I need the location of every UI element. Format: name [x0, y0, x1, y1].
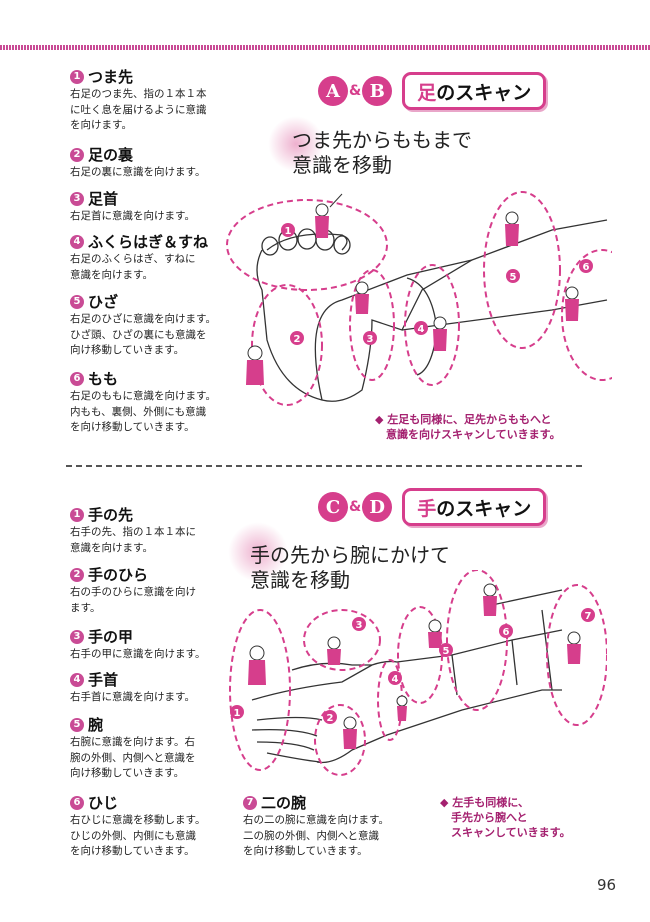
title-kanji: 手: [417, 497, 437, 520]
title-rest: のスキャン: [436, 497, 532, 520]
section-c-title: C & D 手のスキャン: [318, 488, 547, 526]
section-c-note: ◆ 左手も同様に、 手先から腕へと スキャンしていきます。: [440, 796, 571, 839]
item-number: 6: [70, 372, 84, 386]
item-number: 3: [70, 630, 84, 644]
badge-a: A: [318, 76, 348, 106]
item-heading: 足首: [88, 190, 119, 208]
item-number: 5: [70, 295, 84, 309]
item-number: 6: [70, 796, 84, 810]
hand-item-palm: 2 手のひら 右の手のひらに意識を向け ます。: [70, 566, 240, 616]
item-body: 右手首に意識を向けます。: [70, 691, 195, 703]
zone-number: 1: [285, 226, 292, 237]
zone-number: 4: [392, 674, 399, 685]
section-a-subtitle: つま先からももまで 意識を移動: [292, 128, 472, 177]
item-body: 右足のひざに意識を向けます。 ひざ頭、ひざの裏にも意識を 向け移動していきます。: [70, 313, 216, 356]
section-title-box: 手のスキャン: [402, 488, 547, 526]
item-heading: ふくらはぎ＆すね: [88, 233, 209, 251]
title-rest: のスキャン: [436, 81, 532, 104]
leg-item-ankle: 3 足首 右足首に意識を向けます。: [70, 190, 240, 225]
item-heading: 腕: [88, 716, 104, 734]
zone-number: 3: [356, 620, 363, 631]
leg-item-toes: 1 つま先 右足のつま先、指の１本１本 に吐く息を届けるように意識 を向けます。: [70, 68, 240, 134]
item-number: 2: [70, 568, 84, 582]
top-border: [0, 45, 650, 50]
zone-number: 7: [585, 611, 592, 622]
zone-number: 5: [443, 646, 450, 657]
item-body: 右足のふくらはぎ、すねに 意識を向けます。: [70, 253, 196, 281]
leg-item-sole: 2 足の裏 右足の裏に意識を向けます。: [70, 146, 240, 181]
badge-b: B: [362, 76, 393, 106]
section-a-title: A & B 足のスキャン: [318, 72, 547, 110]
zone-number: 3: [367, 334, 374, 345]
page-number: 96: [597, 876, 617, 894]
zone-number: 2: [327, 713, 334, 724]
item-heading: つま先: [88, 68, 134, 86]
item-body: 右手の先、指の１本１本に 意識を向けます。: [70, 526, 196, 554]
item-heading: ひじ: [88, 794, 119, 812]
hand-item-wrist: 4 手首 右手首に意識を向けます。: [70, 671, 240, 706]
item-heading: 手の甲: [88, 628, 134, 646]
hand-item-elbow: 6 ひじ 右ひじに意識を移動します。 ひじの外側、内側にも意識 を向け移動していき…: [70, 794, 240, 860]
section-divider: [66, 465, 582, 467]
subtitle-glow: [268, 116, 324, 172]
arm-illustration: 1 2 3 4 5 6 7: [229, 570, 607, 776]
hand-item-upper-arm: 7 二の腕 右の二の腕に意識を向けます。 二の腕の外側、内側へと意識 を向け移動し…: [243, 794, 413, 860]
hand-item-back: 3 手の甲 右手の甲に意識を向けます。: [70, 628, 240, 663]
leg-illustration: 1 2 3 4 5 6: [226, 191, 612, 406]
item-heading: 二の腕: [261, 794, 307, 812]
fairy-figures: [246, 193, 579, 385]
item-body: 右足のつま先、指の１本１本 に吐く息を届けるように意識 を向けます。: [70, 88, 207, 131]
item-number: 4: [70, 235, 84, 249]
badge-d: D: [362, 492, 393, 522]
item-body: 右足のももに意識を向けます。 内もも、裏側、外側にも意識 を向け移動していきます…: [70, 390, 216, 433]
section-c-subtitle: 手の先から腕にかけて 意識を移動: [250, 543, 450, 592]
item-body: 右足の裏に意識を向けます。: [70, 166, 206, 178]
badge-amp: &: [349, 83, 362, 99]
item-number: 2: [70, 148, 84, 162]
item-heading: 足の裏: [88, 146, 134, 164]
leg-item-calf: 4 ふくらはぎ＆すね 右足のふくらはぎ、すねに 意識を向けます。: [70, 233, 240, 283]
item-number: 5: [70, 718, 84, 732]
item-body: 右手の甲に意識を向けます。: [70, 648, 206, 660]
zone-number: 6: [503, 627, 510, 638]
zone-number: 6: [583, 262, 590, 273]
item-heading: もも: [88, 370, 119, 388]
item-number: 1: [70, 508, 84, 522]
zone-number: 5: [510, 272, 517, 283]
section-a-note: ◆ 左足も同様に、足先からももへと 意識を向けスキャンしていきます。: [375, 413, 561, 441]
zone-number: 1: [234, 708, 241, 719]
item-heading: ひざ: [88, 293, 119, 311]
item-body: 右ひじに意識を移動します。 ひじの外側、内側にも意識 を向け移動していきます。: [70, 814, 206, 857]
item-body: 右の手のひらに意識を向け ます。: [70, 586, 196, 614]
zone-number: 4: [418, 324, 425, 335]
zone-number: 2: [294, 334, 301, 345]
hand-item-fingertips: 1 手の先 右手の先、指の１本１本に 意識を向けます。: [70, 506, 240, 556]
item-body: 右腕に意識を向けます。右 腕の外側、内側へと意識を 向け移動していきます。: [70, 736, 196, 779]
item-heading: 手のひら: [88, 566, 149, 584]
title-kanji: 足: [417, 81, 437, 104]
subtitle-glow: [228, 522, 288, 582]
item-heading: 手首: [88, 671, 119, 689]
item-body: 右足首に意識を向けます。: [70, 210, 195, 222]
badge-amp: &: [349, 499, 362, 515]
item-number: 4: [70, 673, 84, 687]
item-number: 1: [70, 70, 84, 84]
item-heading: 手の先: [88, 506, 134, 524]
badge-c: C: [318, 492, 348, 522]
item-number: 3: [70, 192, 84, 206]
item-number: 7: [243, 796, 257, 810]
leg-item-thigh: 6 もも 右足のももに意識を向けます。 内もも、裏側、外側にも意識 を向け移動して…: [70, 370, 240, 436]
section-title-box: 足のスキャン: [402, 72, 547, 110]
item-body: 右の二の腕に意識を向けます。 二の腕の外側、内側へと意識 を向け移動していきます…: [243, 814, 389, 857]
leg-item-knee: 5 ひざ 右足のひざに意識を向けます。 ひざ頭、ひざの裏にも意識を 向け移動してい…: [70, 293, 240, 359]
